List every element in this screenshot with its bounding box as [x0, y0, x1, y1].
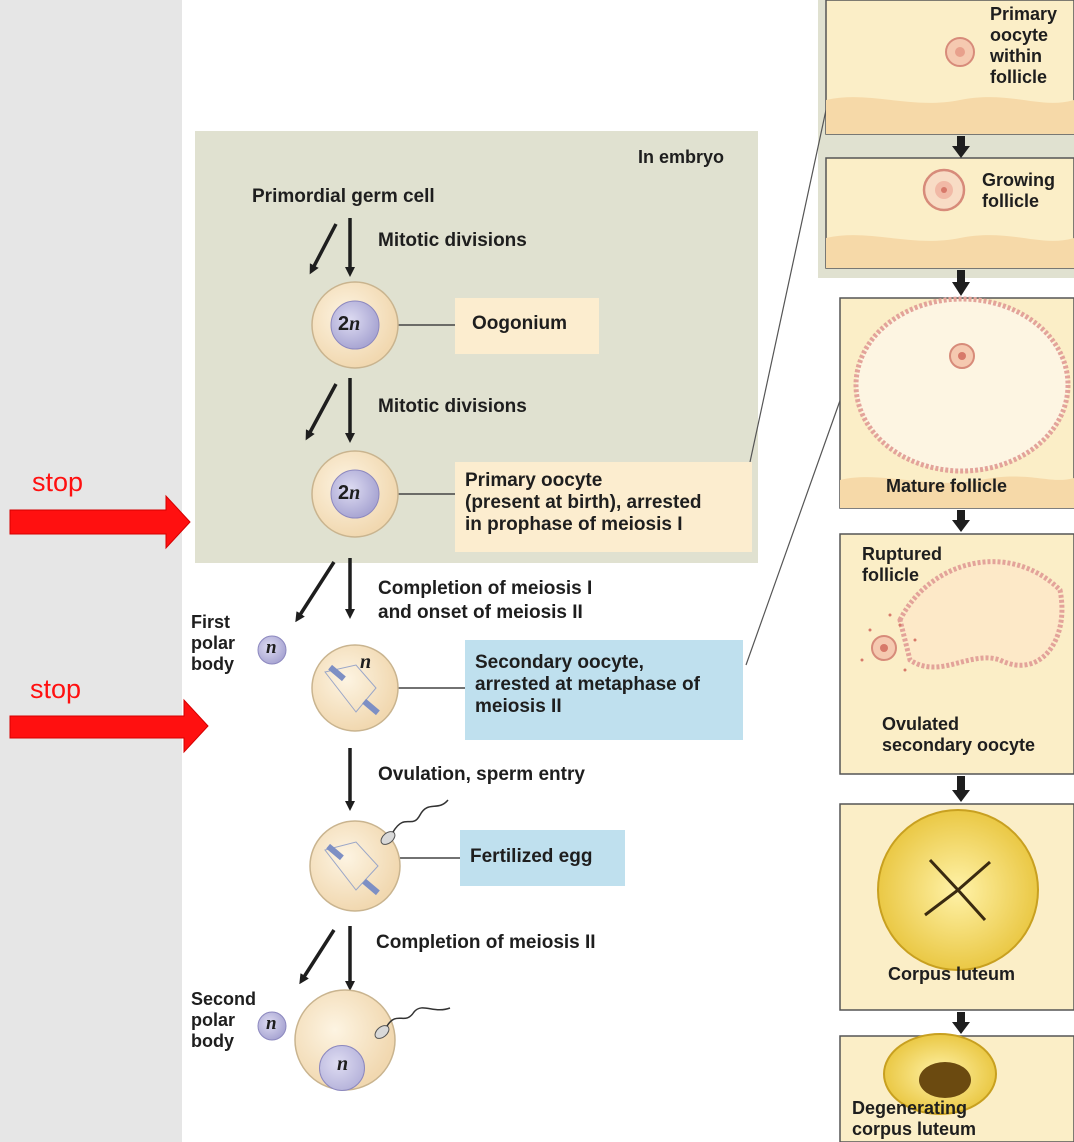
meiosis-1-line2: and onset of meiosis II: [378, 602, 583, 624]
secondary-oocyte-line2: arrested at metaphase of: [475, 674, 733, 696]
secondary-oocyte-line3: meiosis II: [475, 696, 733, 718]
ovulation-sperm-entry: Ovulation, sperm entry: [378, 764, 585, 786]
fertilized-egg-ploidy: n: [337, 1053, 348, 1075]
primary-oocyte-line2: (present at birth), arrested: [465, 492, 742, 514]
secondary-oocyte-cell: [312, 645, 398, 731]
first-polar-body-label: First polar body: [191, 612, 235, 675]
stop-arrow-2: [10, 700, 208, 752]
fertilized-egg-label-box: Fertilized egg: [460, 830, 625, 886]
mitotic-divisions-1: Mitotic divisions: [378, 230, 527, 252]
primary-oocyte-ploidy: 2n: [338, 482, 360, 504]
mature-follicle-label: Mature follicle: [886, 476, 1007, 497]
mitotic-divisions-2: Mitotic divisions: [378, 396, 527, 418]
primary-oocyte-label-box: Primary oocyte (present at birth), arres…: [455, 462, 752, 552]
stop-label-1: stop: [32, 467, 83, 498]
secondary-oocyte-ploidy: n: [360, 651, 371, 673]
completion-meiosis-2: Completion of meiosis II: [376, 932, 596, 954]
first-polar-body-ploidy: n: [266, 637, 277, 659]
fertilized-egg-label: Fertilized egg: [470, 846, 592, 867]
primordial-germ-cell-label: Primordial germ cell: [252, 186, 435, 208]
secondary-oocyte-line1: Secondary oocyte,: [475, 652, 733, 674]
stop-arrow-1: [10, 496, 190, 548]
oogonium-label-box: Oogonium: [455, 298, 599, 354]
stop-label-2: stop: [30, 674, 81, 705]
degenerating-corpus-luteum-label: Degenerating corpus luteum: [852, 1098, 976, 1140]
second-polar-body-ploidy: n: [266, 1013, 277, 1035]
second-polar-body-label: Second polar body: [191, 989, 256, 1052]
oogonium-ploidy: 2n: [338, 313, 360, 335]
primary-oocyte-line3: in prophase of meiosis I: [465, 514, 742, 536]
corpus-luteum-label: Corpus luteum: [888, 964, 1015, 985]
secondary-oocyte-label-box: Secondary oocyte, arrested at metaphase …: [465, 640, 743, 740]
meiosis-1-line1: Completion of meiosis I: [378, 578, 592, 600]
embryo-label: In embryo: [638, 146, 724, 168]
sperm-tail-2: [372, 1002, 462, 1047]
ruptured-follicle-label: Ruptured follicle: [862, 544, 942, 586]
ovulated-secondary-oocyte-label: Ovulated secondary oocyte: [882, 714, 1035, 756]
oogonium-label: Oogonium: [472, 313, 567, 334]
primary-oocyte-line1: Primary oocyte: [465, 470, 742, 492]
growing-follicle-label: Growing follicle: [982, 170, 1055, 212]
primary-follicle-label: Primary oocyte within follicle: [990, 4, 1057, 88]
